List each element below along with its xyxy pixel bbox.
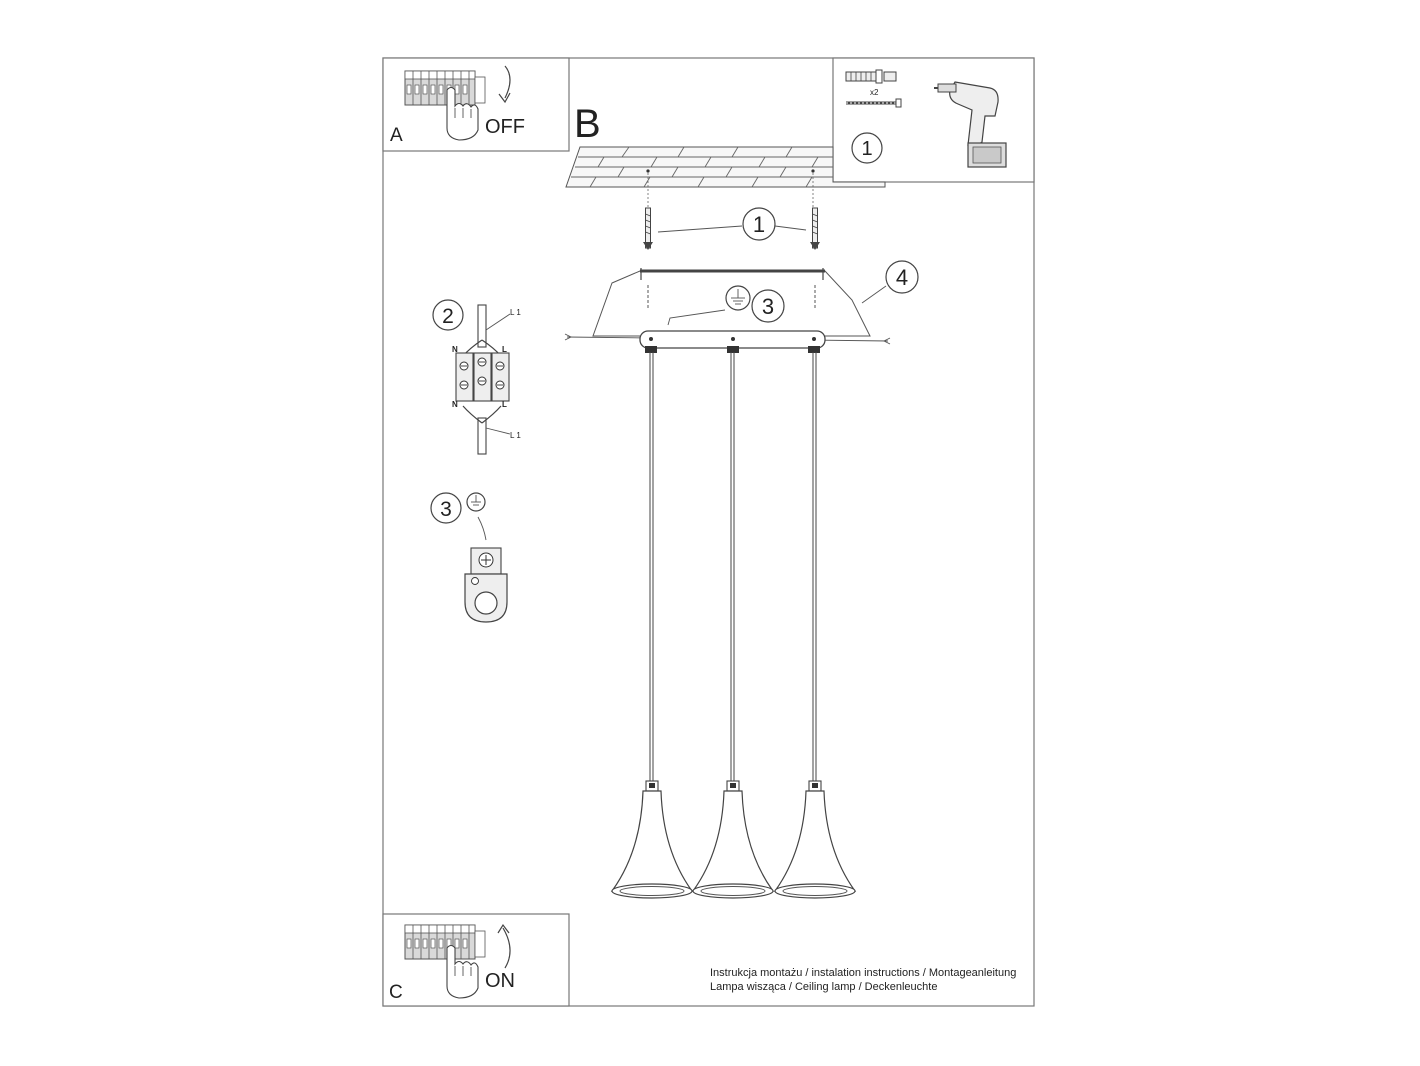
svg-text:3: 3 bbox=[762, 294, 774, 319]
breaker-panel-on-icon bbox=[404, 924, 486, 960]
off-label: OFF bbox=[485, 116, 525, 138]
pendant-shade-right bbox=[774, 780, 856, 899]
arrow-down-icon bbox=[504, 65, 511, 99]
terminal-block-icon bbox=[455, 304, 511, 455]
callout-1-screws: 1 bbox=[742, 207, 776, 241]
breaker-panel-icon bbox=[404, 70, 486, 106]
footer-product: Lampa wisząca / Ceiling lamp / Deckenleu… bbox=[710, 981, 937, 993]
callout-3-earth-detail: 3 bbox=[430, 492, 462, 524]
earth-clamp-icon bbox=[464, 547, 508, 623]
terminal-n-bottom: N bbox=[452, 400, 458, 409]
svg-text:1: 1 bbox=[753, 212, 765, 237]
panel-c: C ON bbox=[382, 913, 570, 1007]
pendant-shade-left bbox=[611, 780, 693, 899]
sheet-frame bbox=[382, 57, 1035, 1007]
terminal-l1-top: L 1 bbox=[510, 308, 521, 317]
quantity-label: x2 bbox=[870, 88, 879, 97]
arrow-up-icon bbox=[502, 927, 511, 969]
drill-icon bbox=[934, 81, 1007, 168]
terminal-l-bottom: L bbox=[502, 400, 507, 409]
callout-3-earth: 3 bbox=[751, 289, 785, 323]
panel-a-letter: A bbox=[390, 125, 403, 146]
anchor-screw-icon bbox=[845, 69, 902, 108]
suspension-cables bbox=[645, 346, 820, 783]
hardware-panel: x2 1 bbox=[832, 57, 1035, 183]
svg-text:2: 2 bbox=[442, 305, 454, 328]
svg-text:4: 4 bbox=[896, 265, 908, 290]
ceiling bbox=[565, 146, 886, 208]
earth-symbol-icon bbox=[725, 285, 751, 311]
anchor-right-icon bbox=[809, 207, 821, 251]
callout-1-hardware: 1 bbox=[851, 132, 883, 164]
terminal-l1-bottom: L 1 bbox=[510, 431, 521, 440]
panel-c-letter: C bbox=[389, 982, 403, 1003]
svg-text:3: 3 bbox=[440, 498, 452, 521]
terminal-n-top: N bbox=[452, 345, 458, 354]
pendant-shade-center bbox=[692, 780, 774, 899]
callout-2-terminal: 2 bbox=[432, 299, 464, 331]
on-label: ON bbox=[485, 970, 515, 992]
panel-a: A OFF bbox=[382, 57, 570, 152]
earth-symbol-small-icon bbox=[466, 492, 486, 512]
svg-text:1: 1 bbox=[861, 138, 872, 160]
anchor-left-icon bbox=[642, 207, 654, 251]
canopy bbox=[564, 268, 891, 349]
panel-b-letter: B bbox=[574, 102, 601, 146]
callout-4-canopy: 4 bbox=[885, 260, 919, 294]
footer-instructions: Instrukcja montażu / instalation instruc… bbox=[710, 967, 1016, 979]
terminal-l-top: L bbox=[502, 345, 507, 354]
